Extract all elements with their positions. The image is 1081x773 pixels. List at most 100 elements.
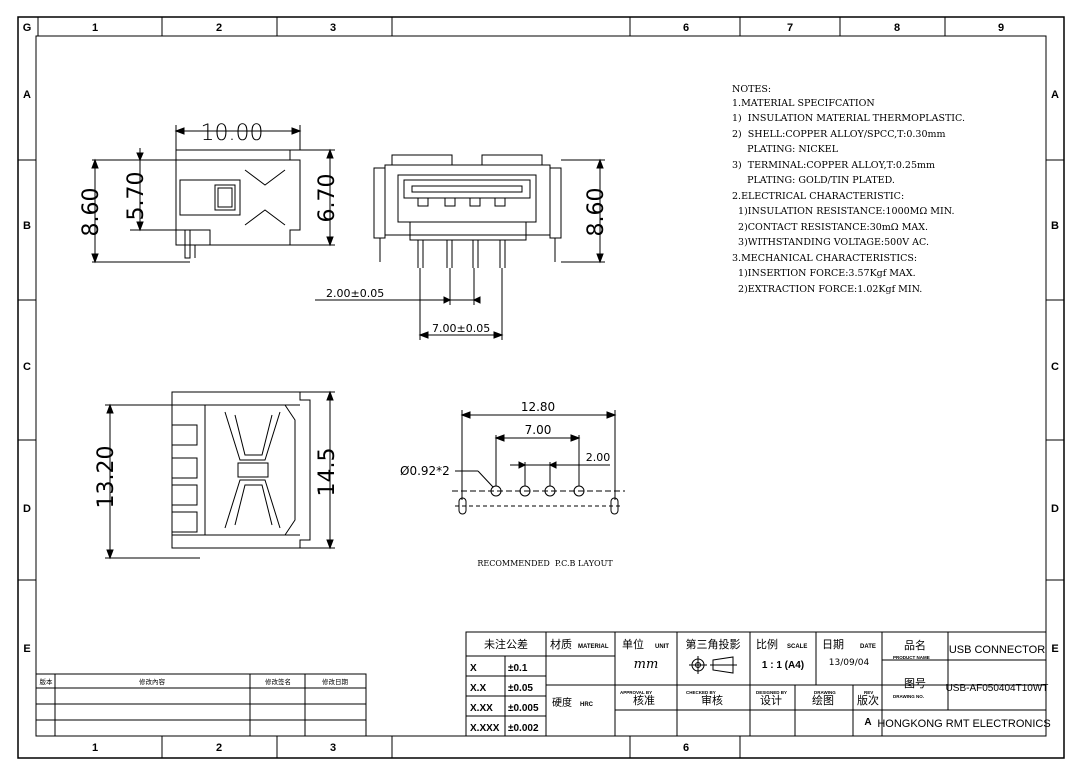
unit-en: UNIT [655, 644, 669, 650]
note-line: 2.ELECTRICAL CHARACTERISTIC: [732, 191, 904, 202]
product-value: USB CONNECTOR [949, 644, 1045, 656]
checked-cn: 审核 [701, 693, 723, 707]
hardness-cn: 硬度 [552, 696, 572, 709]
dim-pitch: 2.00±0.05 [326, 287, 384, 300]
bottom-zone-strip [161, 736, 741, 758]
note-line: 1)INSULATION RESISTANCE:1000MΩ MIN. [732, 206, 955, 217]
bottom-col-label: 6 [683, 742, 689, 754]
rev-cn: 版次 [857, 693, 879, 707]
row-label-left: B [23, 220, 31, 232]
top-col-label: 6 [683, 22, 689, 34]
rev-col-content: 修改內容 [139, 677, 166, 686]
top-col-label: 8 [894, 22, 900, 34]
rev-col-sign: 修改签名 [265, 677, 291, 686]
drawn-en: DRAWING [814, 690, 836, 695]
tol-value: ±0.005 [508, 703, 539, 714]
unit-cn: 单位 [622, 637, 644, 651]
row-label-right: B [1051, 220, 1059, 232]
rev-col-date: 修改日期 [322, 677, 349, 686]
dim-side-width: 10.00 [201, 121, 264, 146]
title-block-grid [465, 631, 1047, 737]
tol-value: ±0.1 [508, 663, 528, 674]
top-col-label: G [23, 22, 32, 34]
pcb-caption: RECOMMENDED P.C.B LAYOUT [477, 559, 613, 568]
dim-pcb-span: 7.00 [525, 423, 552, 437]
top-col-label: 2 [216, 22, 222, 34]
dim-pcb-total: 12.80 [521, 400, 555, 414]
dim-side-h1: 8.60 [79, 188, 104, 237]
tol-key: X.X [470, 683, 486, 694]
side-zone-ticks [18, 159, 1064, 581]
dim-front-h: 8.60 [584, 188, 609, 237]
note-line: 3.MECHANICAL CHARACTERISTICS: [732, 253, 917, 264]
note-line: PLATING: NICKEL [732, 144, 839, 155]
tolerance-title: 未注公差 [484, 637, 528, 651]
product-cn: 品名 [904, 638, 926, 652]
material-cn: 材质 [550, 637, 572, 651]
designed-cn: 设计 [760, 694, 782, 707]
hardness-en: HRC [580, 702, 594, 708]
checked-en: CHECKED BY [686, 690, 716, 695]
note-line: 2)CONTACT RESISTANCE:30mΩ MAX. [732, 222, 928, 233]
tol-key: X [470, 663, 477, 674]
drawing-no-value: USB-AF050404T10WT [946, 683, 1049, 694]
side-view [91, 125, 335, 264]
tol-key: X.XXX [470, 723, 500, 734]
dim-pcb-hole: Ø0.92*2 [400, 464, 450, 478]
dim-bottom-h1: 13.20 [94, 446, 119, 509]
row-label-right: A [1051, 89, 1059, 101]
date-cn: 日期 [822, 638, 844, 651]
pcb-layout [452, 410, 625, 515]
scale-cn: 比例 [756, 637, 778, 651]
bottom-view [105, 390, 335, 560]
dim-side-h2: 5.70 [124, 172, 149, 221]
outer-border [17, 16, 1065, 759]
date-value: 13/09/04 [829, 658, 870, 668]
approval-cn: 核准 [633, 693, 655, 707]
drawn-cn: 绘图 [812, 693, 834, 707]
scale-value: 1 : 1 (A4) [762, 660, 804, 671]
note-line: 2) SHELL:COPPER ALLOY/SPCC,T:0.30mm [732, 129, 946, 140]
tol-value: ±0.002 [508, 723, 539, 734]
note-line: 1.MATERIAL SPECIFCATION [732, 98, 875, 109]
note-line: 3)WITHSTANDING VOLTAGE:500V AC. [732, 237, 929, 248]
note-line: 1) INSULATION MATERIAL THERMOPLASTIC. [732, 113, 965, 124]
revision-table [35, 673, 367, 737]
material-en: MATERIAL [578, 644, 609, 650]
third-angle-projection-icon [689, 656, 737, 674]
designed-en: DESIGNED BY [756, 690, 787, 695]
front-view [315, 154, 605, 340]
top-zone-strip [37, 17, 946, 36]
bottom-col-label: 1 [92, 742, 98, 754]
top-col-label: 3 [330, 22, 336, 34]
bottom-col-label: 2 [216, 742, 222, 754]
dim-bottom-h2: 14.5 [315, 448, 340, 497]
scale-en: SCALE [787, 644, 807, 650]
top-col-label: 1 [92, 22, 98, 34]
product-en: PRODUCT NAME [893, 655, 930, 660]
rev-en: REV [864, 690, 873, 695]
note-line: 2)EXTRACTION FORCE:1.02Kgf MIN. [732, 284, 922, 295]
row-label-right: E [1051, 643, 1058, 655]
row-label-left: D [23, 503, 31, 515]
row-label-right: D [1051, 503, 1059, 515]
dim-side-h3: 6.70 [315, 174, 340, 223]
rev-value: A [864, 717, 871, 728]
bottom-col-label: 3 [330, 742, 336, 754]
drawing-no-en: DRAWING NO. [893, 694, 924, 699]
rev-col-version: 版本 [40, 677, 54, 686]
row-label-left: E [23, 643, 30, 655]
inner-border [35, 35, 1047, 737]
dim-pcb-pitch: 2.00 [586, 451, 611, 464]
company-name: HONGKONG RMT ELECTRONICS [877, 718, 1050, 730]
projection-cn: 第三角投影 [686, 637, 741, 651]
note-line: NOTES: [732, 84, 771, 95]
row-label-left: A [23, 89, 31, 101]
tol-key: X.XX [470, 703, 493, 714]
date-en: DATE [860, 644, 876, 650]
note-line: 1)INSERTION FORCE:3.57Kgf MAX. [732, 268, 916, 279]
row-label-right: C [1051, 361, 1059, 373]
note-line: 3) TERMINAL:COPPER ALLOY,T:0.25mm [732, 160, 935, 171]
drawing-no-cn: 图号 [904, 677, 926, 690]
